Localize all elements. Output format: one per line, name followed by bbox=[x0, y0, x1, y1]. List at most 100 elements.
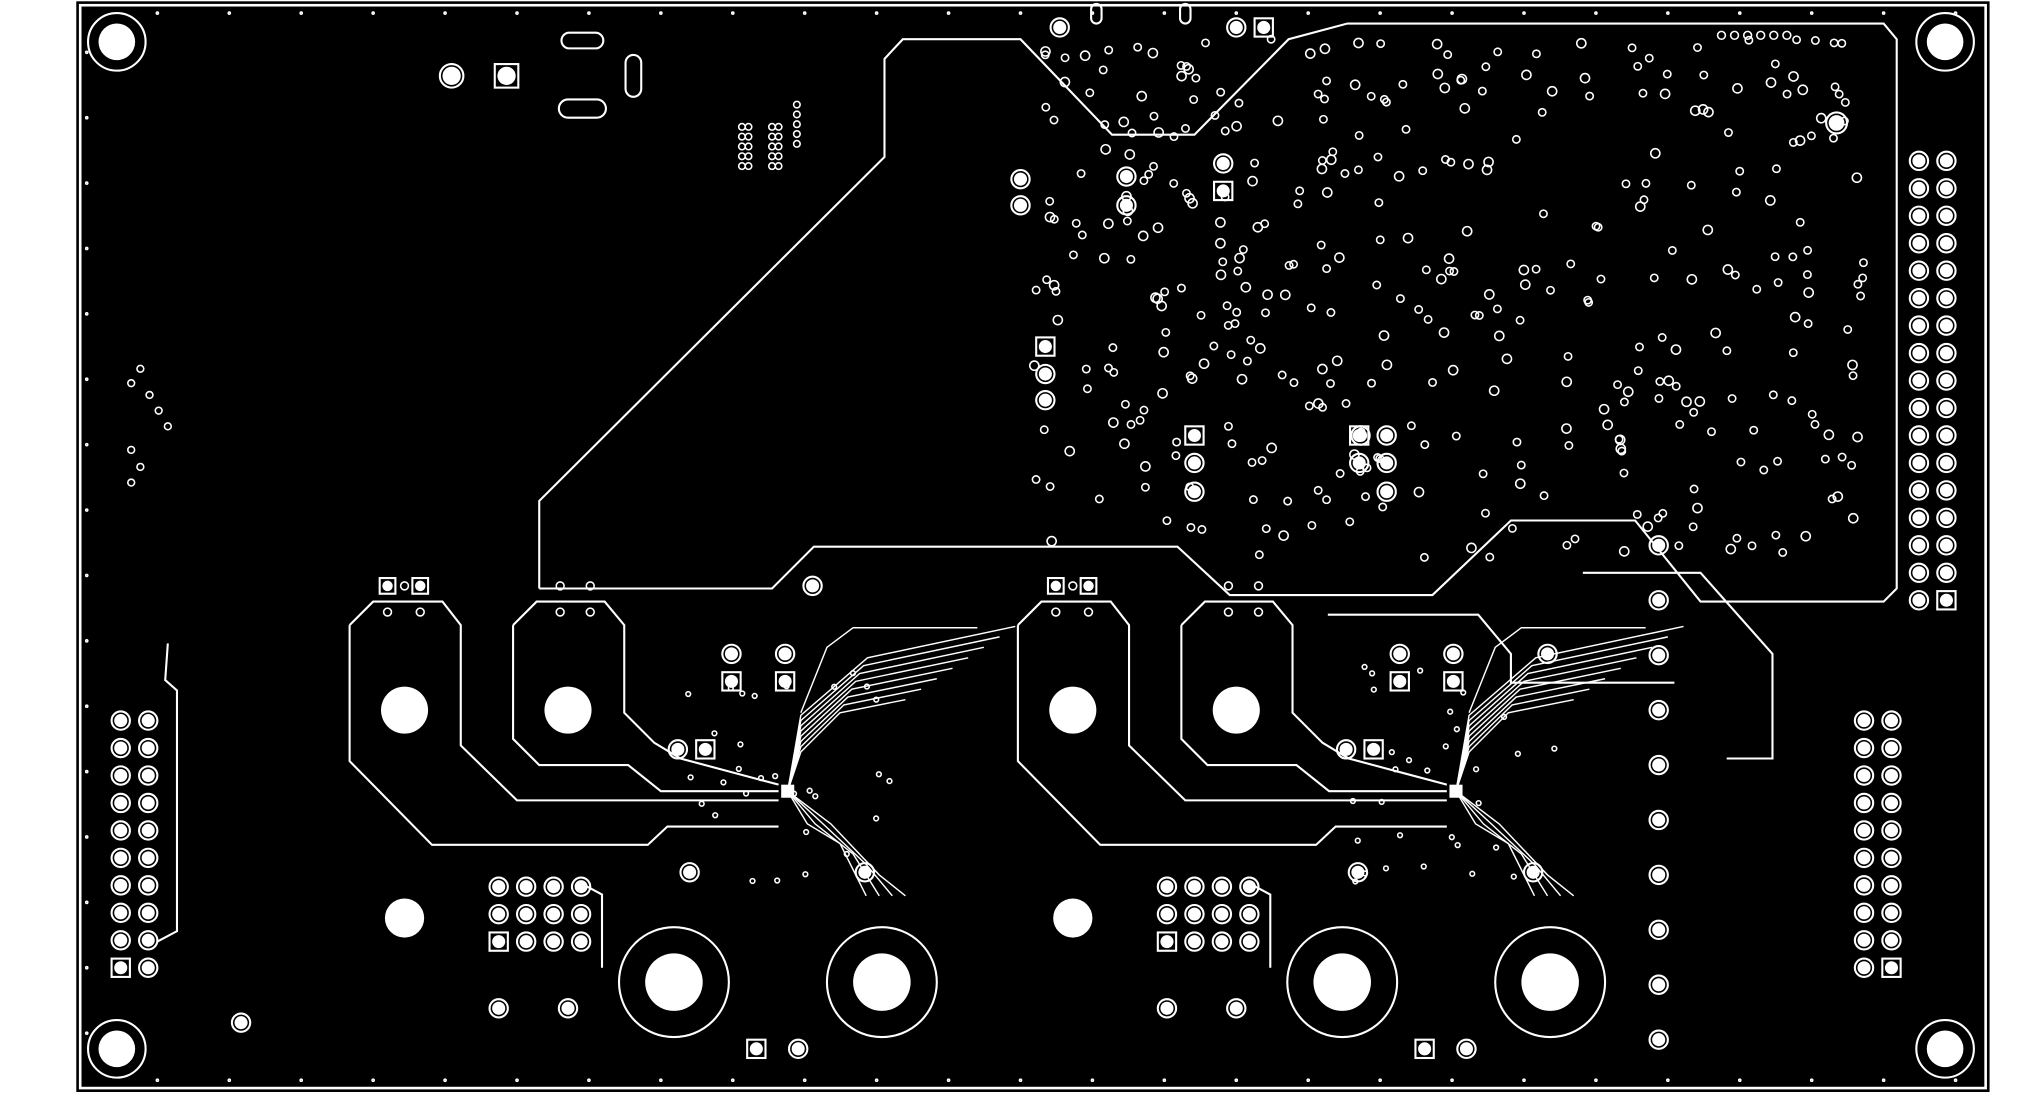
via bbox=[802, 11, 807, 15]
pad-ring bbox=[1853, 765, 1875, 786]
via bbox=[1247, 457, 1257, 467]
via bbox=[1185, 371, 1195, 381]
via bbox=[1260, 219, 1270, 229]
via bbox=[1223, 607, 1234, 617]
pad-outline bbox=[348, 625, 779, 846]
pad-ring bbox=[1908, 287, 1930, 309]
via bbox=[1222, 301, 1232, 311]
pad-hole bbox=[778, 647, 792, 661]
via bbox=[1306, 11, 1311, 15]
via bbox=[1018, 1078, 1023, 1083]
pad-ring bbox=[1853, 710, 1875, 731]
via bbox=[163, 422, 173, 431]
via bbox=[1459, 102, 1471, 114]
via bbox=[1196, 310, 1206, 320]
pad-ring bbox=[1156, 998, 1178, 1019]
via bbox=[1098, 65, 1108, 75]
pad-outline bbox=[512, 625, 779, 793]
via bbox=[1802, 270, 1812, 280]
pad-hole bbox=[1380, 485, 1394, 499]
via bbox=[685, 690, 692, 698]
pad-ring bbox=[1936, 205, 1957, 226]
pad-ring bbox=[1936, 178, 1957, 199]
via bbox=[1374, 198, 1384, 208]
pad-hole bbox=[1216, 184, 1230, 198]
pad-hole bbox=[1912, 291, 1926, 305]
via bbox=[1126, 254, 1136, 264]
via bbox=[1435, 273, 1447, 285]
via bbox=[1071, 218, 1081, 228]
pad-hole bbox=[1418, 1042, 1432, 1056]
pad-ring bbox=[1116, 195, 1137, 216]
via bbox=[555, 581, 565, 591]
via bbox=[1768, 390, 1778, 400]
pad-ring bbox=[230, 1012, 252, 1033]
via bbox=[874, 11, 879, 15]
via bbox=[1378, 330, 1390, 341]
via bbox=[1361, 870, 1369, 877]
via bbox=[1402, 232, 1414, 244]
via bbox=[1172, 437, 1182, 447]
via bbox=[1843, 325, 1853, 334]
via bbox=[84, 900, 89, 905]
via bbox=[1782, 89, 1792, 99]
via bbox=[1322, 495, 1331, 505]
via bbox=[585, 607, 595, 617]
via bbox=[1481, 164, 1493, 176]
pad-hole bbox=[1912, 236, 1926, 250]
pad-ring bbox=[1936, 315, 1957, 336]
via bbox=[1406, 421, 1416, 431]
trace bbox=[787, 790, 880, 897]
via bbox=[1744, 35, 1754, 45]
via bbox=[555, 607, 565, 617]
via bbox=[1806, 131, 1816, 141]
via bbox=[1551, 745, 1558, 752]
via bbox=[1453, 726, 1460, 733]
pad-hole bbox=[141, 851, 155, 865]
via bbox=[1018, 11, 1023, 15]
via bbox=[1638, 88, 1648, 98]
via bbox=[1689, 484, 1699, 494]
pad-ring bbox=[1853, 792, 1875, 814]
via bbox=[1353, 165, 1363, 175]
via bbox=[1707, 427, 1716, 437]
via bbox=[585, 581, 595, 591]
pad-hole bbox=[1939, 181, 1953, 195]
via bbox=[720, 779, 727, 786]
via bbox=[1216, 87, 1226, 97]
hole-clearance bbox=[1494, 926, 1607, 1039]
via bbox=[1837, 452, 1847, 462]
via bbox=[1853, 279, 1863, 289]
pad-hole bbox=[1828, 115, 1845, 131]
via bbox=[1257, 456, 1267, 465]
via bbox=[1519, 279, 1531, 290]
pad-ring bbox=[1908, 452, 1930, 474]
pad-hole bbox=[114, 796, 128, 810]
pad-ring bbox=[1648, 919, 1669, 941]
via bbox=[1041, 102, 1051, 112]
pad-hole bbox=[1380, 428, 1394, 443]
via bbox=[1083, 607, 1094, 617]
pad-hole bbox=[1187, 428, 1201, 443]
via bbox=[1431, 38, 1443, 50]
slot-pad bbox=[624, 53, 643, 98]
pad-hole bbox=[1939, 154, 1953, 168]
via bbox=[1320, 94, 1329, 104]
via bbox=[1481, 508, 1490, 518]
pad-ring bbox=[543, 903, 564, 925]
via bbox=[136, 364, 145, 373]
via bbox=[1689, 407, 1699, 417]
pad-hole bbox=[1884, 796, 1899, 810]
via bbox=[84, 769, 89, 774]
mounting-hole bbox=[1313, 953, 1371, 1011]
via bbox=[1118, 116, 1130, 128]
via bbox=[1788, 71, 1799, 82]
pad-ring bbox=[1936, 535, 1957, 556]
via bbox=[1507, 523, 1517, 533]
pad-ring bbox=[543, 931, 564, 952]
via bbox=[1852, 431, 1863, 443]
square-pad bbox=[1035, 336, 1056, 357]
pad-ring bbox=[1226, 998, 1247, 1019]
via bbox=[84, 638, 89, 643]
pad-hole bbox=[1160, 935, 1174, 949]
